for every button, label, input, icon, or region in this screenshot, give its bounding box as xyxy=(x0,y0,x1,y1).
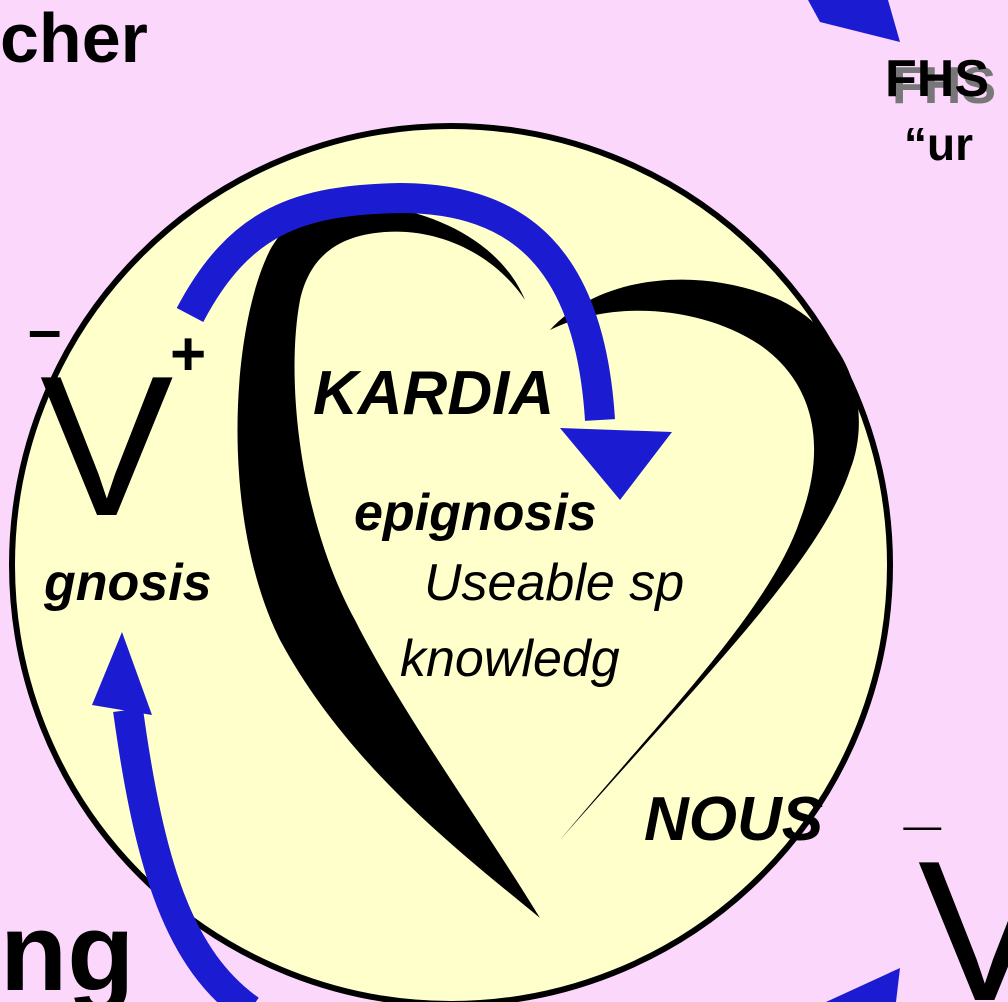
kardia-label: KARDIA xyxy=(313,359,554,428)
v-bottom-letter: V xyxy=(918,820,1008,1002)
bottom-right-arrow xyxy=(826,968,900,1002)
gnosis-label: gnosis xyxy=(43,554,212,612)
plus-top: + xyxy=(170,320,206,389)
knowledge-label: knowledg xyxy=(400,630,620,688)
useable-label: Useable sp xyxy=(424,554,684,612)
teacher-label: cher xyxy=(0,0,148,77)
epignosis-label: epignosis xyxy=(354,484,597,542)
top-right-arrow xyxy=(808,0,900,42)
ng-label: ng xyxy=(0,891,134,1002)
fhs-label: FHS xyxy=(885,50,989,108)
v-top-letter: V xyxy=(40,335,173,558)
understanding-label: “ur xyxy=(904,118,973,170)
minus-top: – xyxy=(28,296,61,363)
nous-label: NOUS xyxy=(644,785,823,854)
